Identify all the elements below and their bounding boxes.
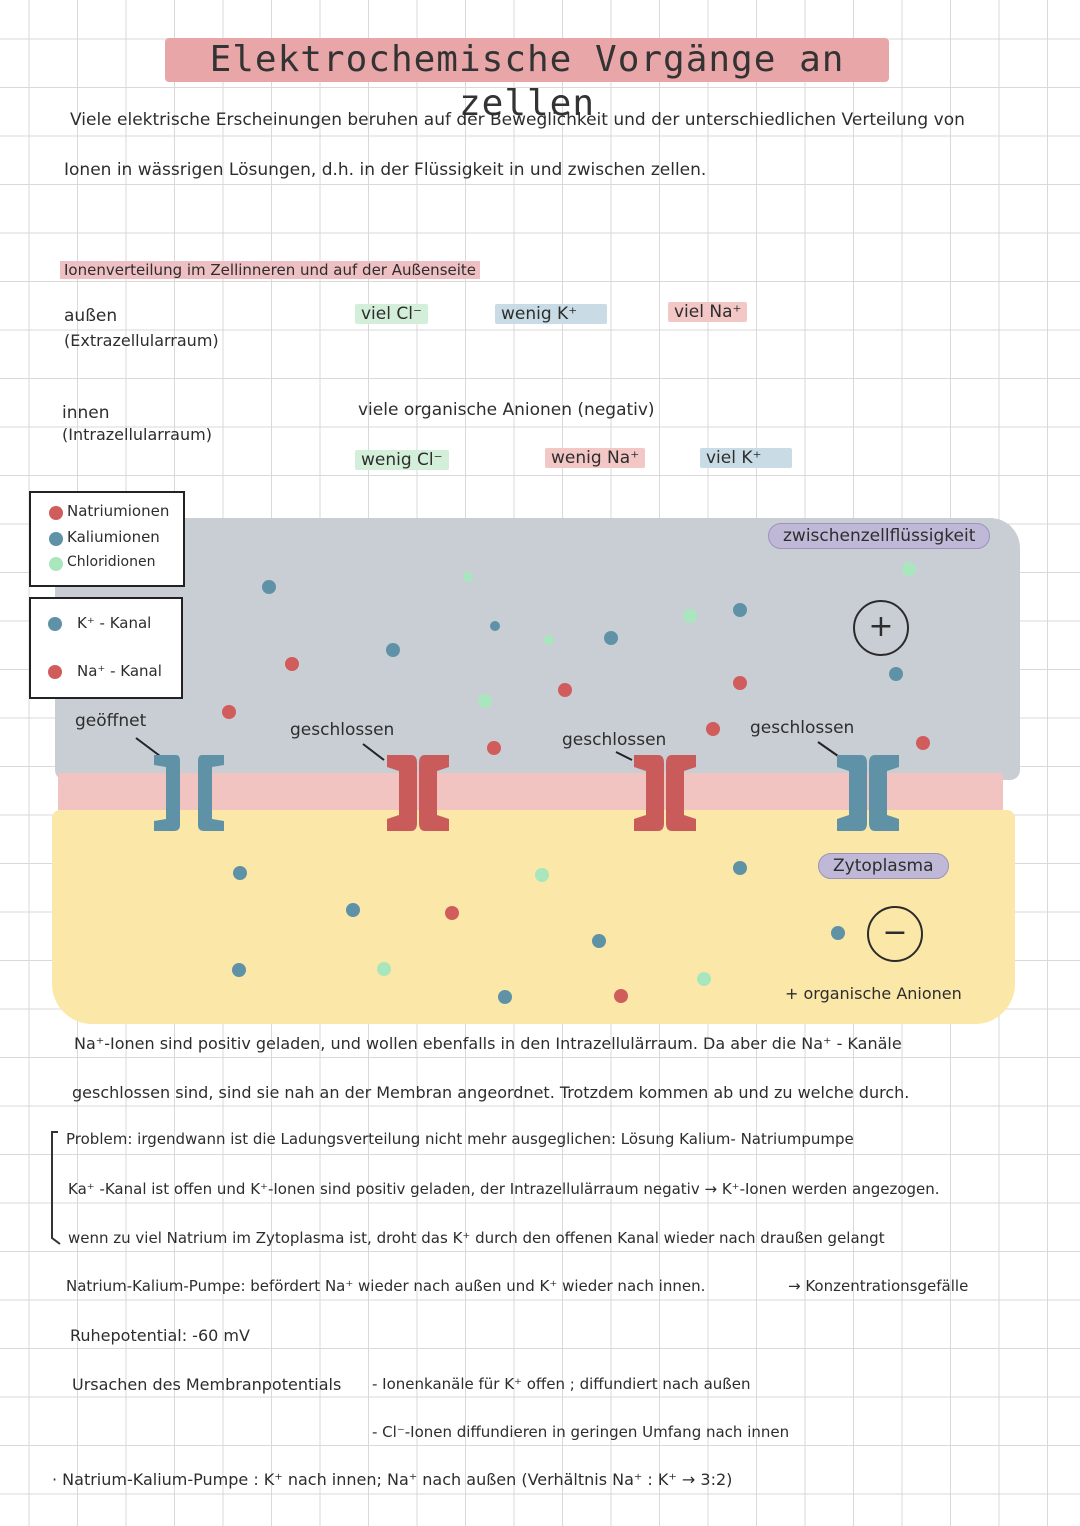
na-channel-closed-icon: [387, 755, 449, 831]
note-6: Natrium-Kalium-Pumpe: befördert Na⁺ wied…: [66, 1277, 706, 1295]
cytoplasm-region: [52, 810, 1015, 1024]
plus-sign-icon: +: [853, 600, 909, 656]
potassium-dot-icon: [49, 532, 63, 546]
intro-line-1: Viele elektrische Erscheinungen beruhen …: [70, 110, 965, 130]
inside-sublabel: (Intrazellularraum): [62, 425, 212, 444]
potassium-ion: [733, 861, 747, 875]
sodium-ion: [445, 906, 459, 920]
k-channel-dot-icon: [48, 617, 62, 631]
legend-na-channel: Na⁺ - Kanal: [77, 662, 162, 680]
minus-sign-icon: −: [867, 906, 923, 962]
sodium-ion: [285, 657, 299, 671]
intro-line-2: Ionen in wässrigen Lösungen, d.h. in der…: [64, 160, 707, 180]
sodium-ion: [733, 676, 747, 690]
distribution-heading: Ionenverteilung im Zellinneren und auf d…: [60, 261, 481, 279]
inside-na: wenig Na⁺: [545, 448, 646, 468]
pointer-line-2: [362, 743, 385, 761]
legend-chloride: Chloridionen: [67, 554, 156, 570]
outside-cl: viel Cl⁻: [355, 304, 428, 324]
potassium-ion: [233, 866, 247, 880]
legend-sodium: Natriumionen: [67, 502, 170, 520]
sodium-ion: [487, 741, 501, 755]
note-4: Ka⁺ -Kanal ist offen und K⁺-Ionen sind p…: [68, 1180, 940, 1198]
outside-sublabel: (Extrazellularraum): [64, 331, 219, 350]
chloride-ion: [463, 572, 473, 582]
note-pump: · Natrium-Kalium-Pumpe : K⁺ nach innen; …: [52, 1470, 733, 1489]
potassium-ion: [889, 667, 903, 681]
inside-anions: viele organische Anionen (negativ): [358, 400, 655, 420]
chloride-ion: [544, 635, 554, 645]
potassium-ion: [262, 580, 276, 594]
sodium-ion: [614, 989, 628, 1003]
page-title: Elektrochemische Vorgänge an zellen: [165, 38, 889, 124]
chloride-dot-icon: [49, 557, 63, 571]
note-causes-1: - Ionenkanäle für K⁺ offen ; diffundiert…: [372, 1375, 751, 1393]
sodium-ion: [222, 705, 236, 719]
note-1: Na⁺-Ionen sind positiv geladen, und woll…: [74, 1034, 902, 1053]
potassium-ion: [733, 603, 747, 617]
chloride-ion: [697, 972, 711, 986]
note-causes-heading: Ursachen des Membranpotentials: [72, 1375, 342, 1394]
label-cytoplasm: Zytoplasma: [818, 853, 949, 879]
outside-na: viel Na⁺: [668, 302, 748, 322]
extracellular-region: [55, 518, 1020, 780]
sodium-ion: [916, 736, 930, 750]
inside-label: innen: [62, 403, 110, 423]
outside-k: wenig K⁺: [495, 304, 607, 324]
chloride-ion: [478, 694, 492, 708]
k-channel-closed-icon: [837, 755, 899, 831]
potassium-ion: [346, 903, 360, 917]
sodium-dot-icon: [49, 506, 63, 520]
potassium-ion: [386, 643, 400, 657]
note-3: Problem: irgendwann ist die Ladungsverte…: [66, 1130, 854, 1148]
outside-label: außen: [64, 306, 118, 326]
channel-3-state: geschlossen: [562, 730, 667, 750]
note-5: wenn zu viel Natrium im Zytoplasma ist, …: [68, 1229, 885, 1247]
note-2: geschlossen sind, sind sie nah an der Me…: [72, 1083, 910, 1102]
potassium-ion: [604, 631, 618, 645]
sodium-ion: [558, 683, 572, 697]
chloride-ion: [535, 868, 549, 882]
cell-membrane: [58, 773, 1003, 811]
potassium-ion: [490, 621, 500, 631]
legend-channels: K⁺ - Kanal Na⁺ - Kanal: [29, 597, 183, 699]
legend-potassium: Kaliumionen: [67, 528, 160, 546]
sodium-ion: [706, 722, 720, 736]
k-channel-open-icon: [154, 755, 224, 831]
chloride-ion: [377, 962, 391, 976]
note-causes-2: - Cl⁻-Ionen diffundieren in geringen Umf…: [372, 1423, 790, 1441]
legend-ions: Natriumionen Kaliumionen Chloridionen: [29, 491, 185, 587]
channel-2-state: geschlossen: [290, 720, 395, 740]
inside-cl: wenig Cl⁻: [355, 450, 449, 470]
potassium-ion: [831, 926, 845, 940]
channel-1-state: geöffnet: [75, 711, 147, 731]
na-channel-closed-icon-2: [634, 755, 696, 831]
legend-k-channel: K⁺ - Kanal: [77, 614, 152, 632]
na-channel-dot-icon: [48, 665, 62, 679]
chloride-ion: [683, 609, 697, 623]
bracket-icon: [51, 1131, 61, 1245]
potassium-ion: [592, 934, 606, 948]
inside-k: viel K⁺: [700, 448, 792, 468]
channel-4-state: geschlossen: [750, 718, 855, 738]
pointer-line-1: [135, 737, 161, 757]
potassium-ion: [498, 990, 512, 1004]
label-interstitial: zwischenzellflüssigkeit: [768, 523, 991, 549]
note-resting-potential: Ruhepotential: -60 mV: [70, 1326, 250, 1345]
note-6b: → Konzentrationsgefälle: [788, 1277, 969, 1295]
chloride-ion: [902, 562, 916, 576]
pointer-line-3: [615, 751, 633, 761]
anions-note: + organische Anionen: [785, 984, 962, 1003]
potassium-ion: [232, 963, 246, 977]
pointer-line-4: [817, 741, 839, 757]
